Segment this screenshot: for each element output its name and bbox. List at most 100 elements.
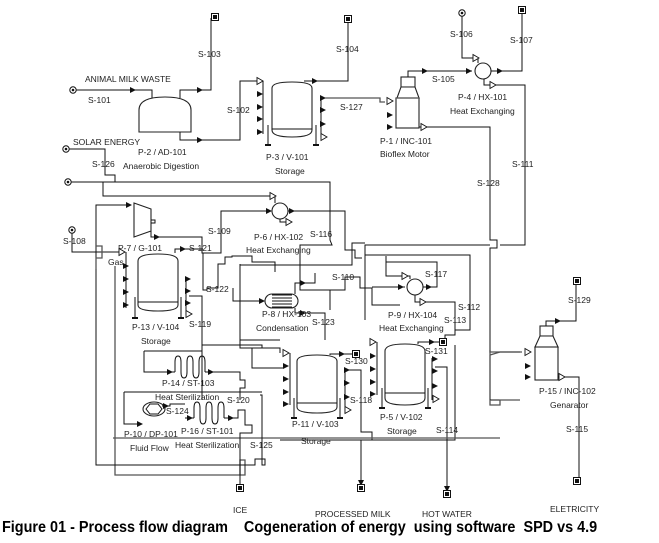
- label-p2-id: P-2 / AD-101: [138, 147, 187, 157]
- arrow-icon: [130, 87, 136, 93]
- stream-s119[interactable]: [189, 295, 203, 400]
- stream-s113[interactable]: [414, 295, 456, 345]
- label-s104: S-104: [336, 44, 359, 54]
- source-icon-s108: [68, 226, 76, 234]
- label-s103: S-103: [198, 49, 221, 59]
- label-p3-id: P-3 / V-101: [266, 152, 309, 162]
- stream-s113b[interactable]: [280, 345, 456, 441]
- stream-s117-in[interactable]: [385, 256, 411, 279]
- storage-tank-p11[interactable]: [289, 353, 343, 419]
- bioflex-motor-p1[interactable]: [395, 76, 420, 129]
- inlet-arrow-icon: [282, 349, 290, 357]
- pump-p10[interactable]: [142, 401, 166, 417]
- label-s101: S-101: [88, 95, 111, 105]
- arrow-icon: [300, 280, 306, 286]
- outlet-arrow-icon: [432, 368, 438, 374]
- source-icon-s106: [458, 9, 466, 17]
- anaerobic-digester-p2[interactable]: [138, 96, 192, 133]
- label-s123: S-123: [312, 317, 335, 327]
- stream-s118[interactable]: [348, 369, 373, 487]
- sterilizer-p16[interactable]: [193, 401, 225, 425]
- stream-s102[interactable]: [179, 80, 262, 141]
- storage-tank-p5[interactable]: [376, 342, 431, 409]
- stream-s116b[interactable]: [288, 210, 362, 259]
- stream-s103[interactable]: [179, 18, 212, 98]
- arrow-icon: [312, 78, 318, 84]
- stream-p7-feed[interactable]: [95, 204, 128, 269]
- stream-s123[interactable]: [294, 308, 326, 340]
- compressor-p7[interactable]: [133, 202, 156, 238]
- arrow-icon: [197, 137, 203, 143]
- inlet-arrow-icon: [257, 116, 263, 122]
- storage-tank-p13[interactable]: [125, 252, 184, 319]
- arrow-icon: [259, 298, 265, 304]
- stream-s109[interactable]: [209, 210, 266, 254]
- stream-s125[interactable]: [95, 269, 266, 466]
- label-electricity: ELETRICITY: [550, 504, 599, 514]
- label-p10-desc: Fluid Flow: [130, 443, 170, 453]
- inlet-arrow-icon: [283, 376, 289, 382]
- label-p16-desc: Heat Sterilization: [175, 440, 240, 450]
- stream-s127[interactable]: [325, 97, 385, 103]
- stream-s111[interactable]: [483, 79, 526, 246]
- generator-p15[interactable]: [534, 325, 559, 381]
- stream-s128[interactable]: [419, 126, 520, 401]
- stream-p11-feed[interactable]: [239, 340, 281, 353]
- label-s116: S-116: [310, 229, 332, 239]
- heat-exchanger-p4[interactable]: [474, 62, 492, 80]
- figure-caption: Figure 01 - Process flow diagram Cogener…: [2, 519, 598, 536]
- label-s110: S-110: [332, 272, 354, 282]
- stream-s122b[interactable]: [232, 288, 262, 302]
- sink-icon-s104: [344, 15, 352, 23]
- stream-s108[interactable]: [71, 233, 122, 253]
- stream-p13-top[interactable]: [174, 248, 203, 253]
- label-p2-desc: Anaerobic Digestion: [123, 161, 199, 171]
- stream-p14-in[interactable]: [143, 351, 175, 373]
- arrow-icon: [497, 68, 503, 74]
- inlet-arrow-icon: [283, 389, 289, 395]
- outlet-arrow-icon: [185, 300, 191, 306]
- heat-exchanger-p9[interactable]: [406, 278, 424, 296]
- arrow-icon: [208, 369, 214, 375]
- storage-tank-p3[interactable]: [262, 81, 319, 146]
- inlet-arrow-icon: [387, 112, 393, 118]
- outlet-arrow-icon: [432, 395, 440, 403]
- sink-icon-s129: [573, 277, 581, 285]
- label-s118: S-118: [350, 395, 372, 405]
- stream-s116[interactable]: [71, 181, 333, 310]
- stream-s110[interactable]: [330, 276, 400, 306]
- stream-s112[interactable]: [364, 245, 471, 331]
- label-s127: S-127: [340, 102, 363, 112]
- label-p7-id: P-7 / G-101: [118, 243, 162, 253]
- label-s113: S-113: [444, 315, 466, 325]
- stream-s120[interactable]: [205, 371, 246, 400]
- outlet-arrow-icon: [320, 133, 328, 141]
- stream-s125b[interactable]: [224, 409, 253, 488]
- heat-exchanger-p6[interactable]: [271, 202, 289, 220]
- inlet-arrow-icon: [256, 77, 264, 85]
- label-s122: S-122: [206, 284, 229, 294]
- arrow-icon: [137, 421, 143, 427]
- stream-s106[interactable]: [461, 16, 479, 63]
- stream-s121[interactable]: [150, 231, 209, 254]
- arrow-icon: [426, 284, 432, 290]
- arrow-icon: [228, 415, 234, 421]
- stream-s104[interactable]: [304, 20, 349, 82]
- stream-s128-to-generator[interactable]: [489, 350, 522, 353]
- stream-s129[interactable]: [545, 282, 577, 326]
- stream-s126[interactable]: [69, 148, 276, 203]
- stream-s105[interactable]: [407, 70, 472, 77]
- stream-s101[interactable]: [76, 89, 153, 98]
- condenser-p8[interactable]: [264, 293, 299, 309]
- arrow-icon: [401, 272, 409, 280]
- arrow-icon: [422, 68, 428, 74]
- label-p15-desc: Genarator: [550, 400, 588, 410]
- sterilizer-p14[interactable]: [174, 355, 206, 379]
- stream-p10-in[interactable]: [123, 392, 142, 425]
- stream-s122[interactable]: [202, 253, 276, 291]
- stream-s114[interactable]: [435, 366, 448, 495]
- label-s119: S-119: [189, 319, 211, 329]
- label-s111: S-111: [512, 159, 534, 169]
- arrow-icon: [419, 298, 427, 306]
- arrow-icon: [420, 123, 428, 131]
